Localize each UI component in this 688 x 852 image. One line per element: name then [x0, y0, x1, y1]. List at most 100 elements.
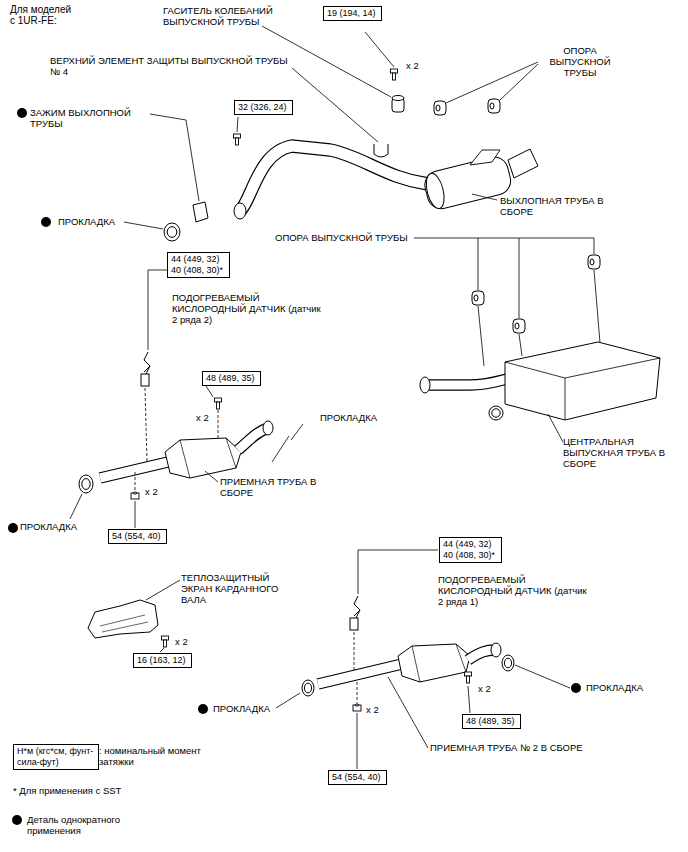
- leader-line: [292, 68, 378, 142]
- single-use-mark: [571, 683, 581, 693]
- label-block: ПРОКЛАДКА: [20, 521, 77, 532]
- torque-box: 16 (163, 12): [133, 653, 192, 668]
- label-block: ПРИЕМНАЯ ТРУБА № 2 В СБОРЕ: [430, 742, 583, 753]
- gasket-ring: [502, 655, 514, 671]
- pipe: [428, 378, 512, 385]
- label-block: ПРОКЛАДКА: [586, 682, 643, 693]
- bolt-shaft: [236, 138, 239, 145]
- leader-line: [237, 117, 238, 132]
- label-block: : номинальный момент затяжки: [99, 745, 219, 767]
- part-label: ПОДОГРЕВАЕМЫЙ КИСЛОРОДНЫЙ ДАТЧИК (датчик…: [438, 574, 587, 607]
- label-block: x 2: [366, 704, 379, 715]
- part-label: ТЕПЛОЗАЩИТНЫЙ ЭКРАН КАРДАННОГО ВАЛА: [181, 572, 278, 605]
- leader-line: [70, 494, 82, 519]
- leader-line: [414, 238, 594, 239]
- label-block: ЗАЖИМ ВЫХЛОПНОЙ ТРУБЫ: [30, 107, 140, 129]
- torque-box: 48 (489, 35): [462, 714, 521, 729]
- torque-value: Н*м (кгс*см, фунт-сила-фут): [17, 746, 95, 768]
- pipe-flange: [234, 203, 246, 219]
- torque-box: 54 (554, 40): [108, 529, 167, 544]
- leader-line: [519, 238, 520, 318]
- label-block: x 2: [145, 486, 158, 497]
- torque-box: Н*м (кгс*см, фунт-сила-фут): [13, 744, 99, 770]
- leader-line: [358, 550, 438, 594]
- single-use-mark: [12, 815, 22, 825]
- label-block: ПРОКЛАДКА: [320, 412, 377, 423]
- single-use-mark: [41, 217, 51, 227]
- leader-line: [594, 238, 595, 254]
- legend-item: Деталь однократного применения: [27, 814, 137, 836]
- part-label: ЗАЖИМ ВЫХЛОПНОЙ ТРУБЫ: [30, 107, 131, 129]
- leader-line: [388, 677, 428, 748]
- legend-text: Деталь однократного применения: [27, 814, 120, 836]
- label-block: x 2: [196, 412, 209, 423]
- torque-value: 48 (489, 35): [206, 373, 257, 384]
- leader-line: [135, 501, 136, 528]
- gasket-ring: [167, 227, 177, 238]
- torque-value: 54 (554, 40): [112, 531, 163, 542]
- upper-protector: [374, 144, 388, 157]
- rubber-support: [590, 259, 594, 265]
- label-block: ОПОРА ВЫПУСКНОЙ ТРУБЫ: [275, 232, 408, 243]
- label-block: ГАСИТЕЛЬ КОЛЕБАНИЙ ВЫПУСКНОЙ ТРУБЫ: [163, 5, 293, 27]
- nut: [131, 493, 139, 499]
- part-label: ПРОКЛАДКА: [320, 412, 377, 423]
- rubber-support: [490, 103, 494, 109]
- gasket-ring: [164, 223, 180, 241]
- leader-line: [272, 436, 289, 462]
- leader-line: [357, 713, 358, 769]
- title: Для моделей с 1UR-FE:: [10, 4, 71, 26]
- heat-shield: [100, 615, 148, 632]
- pipe: [100, 462, 168, 478]
- gasket-ring: [302, 680, 314, 696]
- rubber-support: [436, 105, 440, 111]
- catalytic-converter: [180, 438, 236, 478]
- label-block: ПРОКЛАДКА: [58, 216, 115, 227]
- single-use-mark: [8, 523, 18, 533]
- nut: [133, 492, 137, 494]
- quantity-label: x 2: [366, 704, 379, 715]
- torque-box: 44 (449, 32)40 (408, 30)*: [167, 252, 230, 278]
- heat-shield: [88, 600, 158, 638]
- part-label: ПРОКЛАДКА: [20, 521, 77, 532]
- torque-value: 32 (326, 24): [238, 102, 289, 113]
- leader-line: [160, 648, 164, 652]
- part-label: ПРИЕМНАЯ ТРУБА В СБОРЕ: [220, 476, 316, 498]
- rubber-support: [472, 291, 484, 305]
- rubber-support: [513, 319, 525, 333]
- leader-line: [148, 270, 167, 350]
- label-block: * Для применения с SST: [13, 785, 121, 796]
- label-block: ПРИЕМНАЯ ТРУБА В СБОРЕ: [220, 476, 325, 498]
- center-muffler: [505, 358, 660, 420]
- label-block: x 2: [478, 683, 491, 694]
- label-block: ЦЕНТРАЛЬНАЯ ВЫПУСКНАЯ ТРУБА В СБОРЕ: [563, 436, 668, 469]
- leader-line: [135, 472, 136, 491]
- bolt-head: [391, 69, 398, 73]
- bolt-head: [162, 636, 169, 640]
- bolt-shaft: [467, 676, 470, 683]
- pipe-clamp: [193, 202, 208, 222]
- hanger-bracket: [470, 150, 500, 165]
- bolt-shaft: [164, 640, 167, 647]
- leader-line: [205, 471, 218, 482]
- leader-line: [519, 334, 522, 356]
- leader-line: [291, 424, 303, 440]
- part-label: ПОДОГРЕВАЕМЫЙ КИСЛОРОДНЫЙ ДАТЧИК (датчик…: [172, 292, 321, 325]
- part-label: ПРОКЛАДКА: [58, 216, 115, 227]
- gasket-ring: [504, 658, 511, 668]
- leader-line: [478, 306, 484, 366]
- pipe: [318, 664, 402, 684]
- torque-value: 44 (449, 32): [443, 539, 498, 550]
- rubber-support: [434, 101, 446, 115]
- leader-line: [218, 410, 219, 438]
- leader-line: [468, 686, 470, 713]
- part-label: : номинальный момент затяжки: [99, 745, 201, 767]
- title-block: Для моделей с 1UR-FE:: [10, 4, 78, 26]
- label-block: ВЕРХНИЙ ЭЛЕМЕНТ ЗАЩИТЫ ВЫПУСКНОЙ ТРУБЫ №…: [50, 55, 295, 77]
- bolt-head: [215, 398, 222, 402]
- label-block: x 2: [175, 636, 188, 647]
- part-label: * Для применения с SST: [13, 785, 121, 796]
- pipe: [318, 664, 402, 684]
- label-block: ОПОРА ВЫПУСКНОЙ ТРУБЫ: [540, 45, 620, 78]
